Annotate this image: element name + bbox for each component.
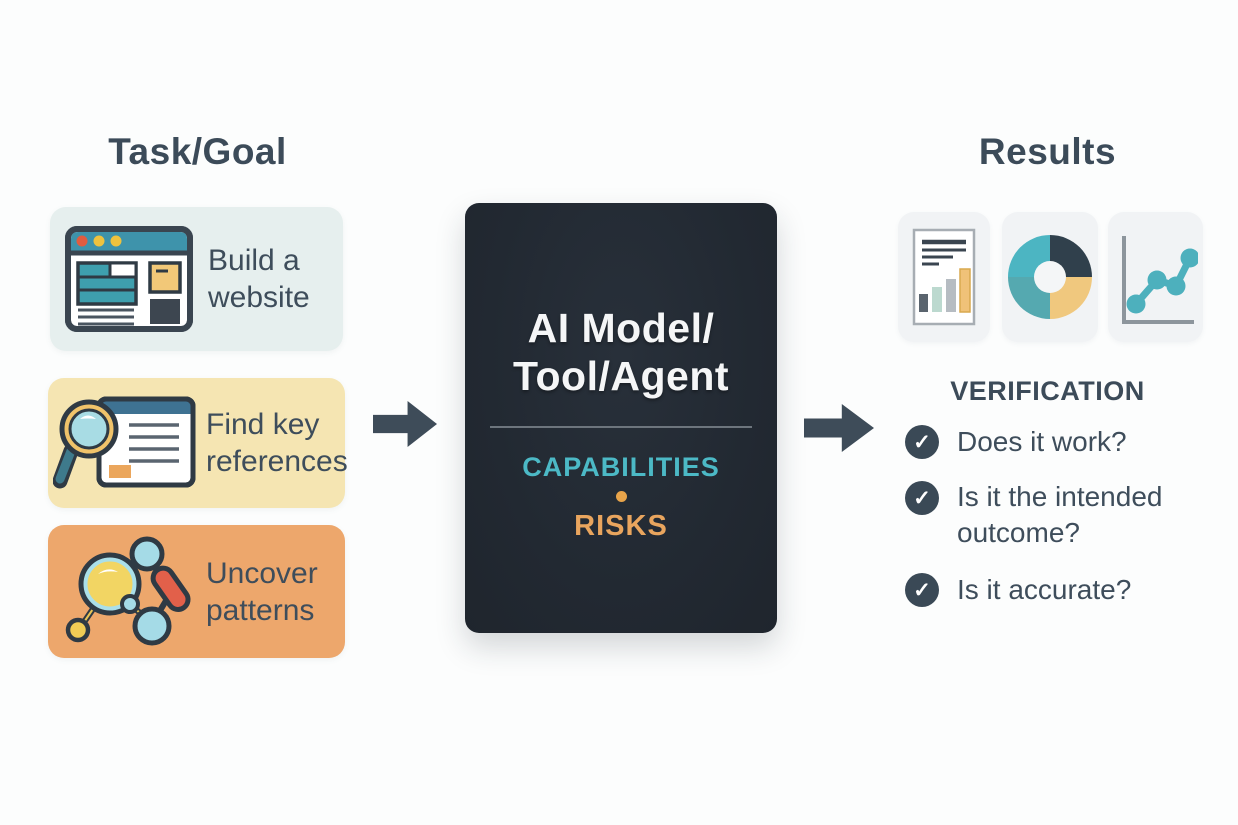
task-card-label: Find key references (206, 406, 348, 480)
task-goal-heading: Task/Goal (108, 131, 287, 172)
risks-label: RISKS (574, 510, 668, 542)
divider-line (490, 426, 752, 428)
task-label-line: Find key (206, 408, 320, 441)
task-label-line: patterns (206, 593, 315, 627)
verification-heading: VERIFICATION (950, 376, 1145, 406)
flow-arrow-right-icon (804, 404, 874, 452)
verification-item-text: Is it the intended outcome? (957, 481, 1163, 548)
task-label-line: Uncover (206, 556, 318, 590)
verification-item-text: Is it accurate? (957, 574, 1132, 605)
browser-window-icon (50, 225, 208, 333)
check-glyph: ✓ (913, 578, 931, 602)
ai-title-line: AI Model/ (527, 305, 715, 351)
separator-dot-icon (615, 491, 627, 502)
task-label-line: Build a (208, 244, 300, 277)
results-heading: Results (978, 131, 1117, 172)
check-glyph: ✓ (913, 430, 931, 454)
donut-chart-icon (1002, 212, 1098, 342)
check-glyph: ✓ (913, 486, 931, 510)
check-circle-icon: ✓ (905, 481, 939, 515)
magnifier-document-icon (48, 391, 206, 495)
task-card-uncover-patterns: Uncover patterns (48, 525, 345, 658)
line-chart-icon (1108, 212, 1203, 342)
ai-model-card: AI Model/ Tool/Agent CAPABILITIES RISKS (465, 203, 777, 633)
task-card-find-references: Find key references (48, 378, 348, 508)
donut-chart-graphic (1008, 235, 1092, 319)
check-circle-icon: ✓ (905, 425, 939, 459)
ai-title-line: Tool/Agent (512, 353, 730, 399)
verification-item-text: Does it work? (957, 426, 1127, 457)
flow-arrow-left-icon (373, 400, 437, 448)
check-circle-icon: ✓ (905, 573, 939, 607)
ai-card-title: AI Model/ Tool/Agent (465, 203, 777, 400)
capabilities-label: CAPABILITIES (522, 452, 720, 482)
task-label-line: website (208, 281, 310, 314)
task-card-label: Build a website (208, 242, 310, 316)
task-label-line: references (206, 445, 348, 478)
task-card-label: Uncover patterns (206, 555, 318, 629)
task-card-build-website: Build a website (50, 207, 343, 351)
network-graph-icon (48, 536, 206, 648)
report-document-icon (898, 212, 990, 342)
